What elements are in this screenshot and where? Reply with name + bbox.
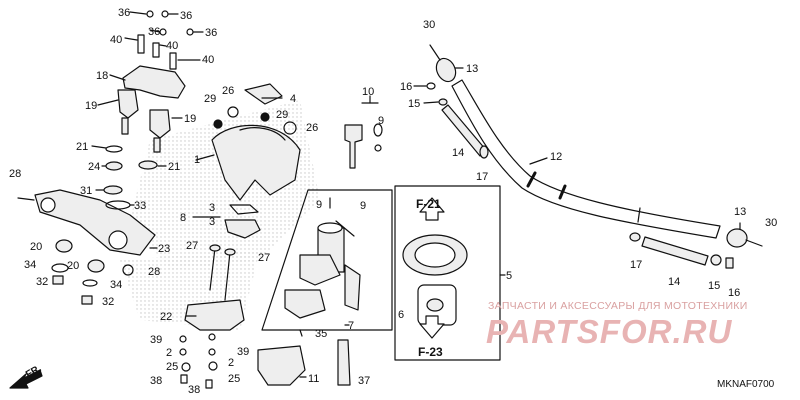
watermark-logo: PARTSFOR.RU xyxy=(486,313,733,350)
callout: 36 xyxy=(118,7,130,19)
callout: 15 xyxy=(408,98,420,110)
callout: 20 xyxy=(67,260,79,272)
callout: 19 xyxy=(184,113,196,125)
callout: 9 xyxy=(316,199,322,211)
callout: 34 xyxy=(24,259,36,271)
callout: 6 xyxy=(398,309,404,321)
washers-21-24 xyxy=(91,145,167,171)
long-bolts xyxy=(209,244,236,301)
callout: F-21 xyxy=(416,197,441,211)
callout: 36 xyxy=(180,10,192,22)
cover-cap xyxy=(213,83,297,135)
callout: 23 xyxy=(158,243,170,255)
callout: 12 xyxy=(550,151,562,163)
callout: 13 xyxy=(466,63,478,75)
fuel-cap-group xyxy=(394,185,506,361)
callout: 40 xyxy=(202,54,214,66)
callout: 36 xyxy=(148,26,160,38)
callout: 14 xyxy=(668,276,680,288)
diagram-code: MKNAF0700 xyxy=(717,379,775,390)
bushings xyxy=(95,185,135,210)
bar-end-left xyxy=(413,44,489,159)
callouts: 36 36 36 36 40 40 40 18 19 19 21 21 24 2… xyxy=(9,7,777,396)
callout: 9 xyxy=(360,200,366,212)
callout: 40 xyxy=(166,40,178,52)
callout: 3 xyxy=(209,216,215,228)
callout: F-23 xyxy=(418,345,443,359)
callout: 27 xyxy=(258,252,270,264)
ignition-key xyxy=(344,95,383,169)
callout: 20 xyxy=(30,241,42,253)
callout: 36 xyxy=(205,27,217,39)
callout: 2 xyxy=(166,347,172,359)
callout: 25 xyxy=(166,361,178,373)
callout: 17 xyxy=(630,259,642,271)
callout: 27 xyxy=(186,240,198,252)
callout: 2 xyxy=(228,357,234,369)
callout: 32 xyxy=(36,276,48,288)
callout: 1 xyxy=(194,154,200,166)
callout: 18 xyxy=(96,70,108,82)
callout: 26 xyxy=(306,122,318,134)
watermark-tagline: ЗАПЧАСТИ И АКСЕССУАРЫ ДЛЯ МОТОТЕХНИКИ xyxy=(488,300,748,312)
top-bridge xyxy=(17,189,158,256)
handlebar-holder-upper xyxy=(109,65,186,99)
callout: 40 xyxy=(110,34,122,46)
callout: 14 xyxy=(452,147,464,159)
fasteners-top xyxy=(124,10,204,70)
callout: 39 xyxy=(237,346,249,358)
callout: 22 xyxy=(160,311,172,323)
bar-end-right xyxy=(629,222,763,269)
callout: 38 xyxy=(188,384,200,396)
callout: 30 xyxy=(765,217,777,229)
callout: 37 xyxy=(358,375,370,387)
callout: 28 xyxy=(9,168,21,180)
callout: 15 xyxy=(708,280,720,292)
callout: 24 xyxy=(88,161,100,173)
callout: 16 xyxy=(728,287,740,299)
callout: 21 xyxy=(76,141,88,153)
reference-arrows xyxy=(419,197,445,339)
callout: 21 xyxy=(168,161,180,173)
callout: 30 xyxy=(423,19,435,31)
callout: 28 xyxy=(148,266,160,278)
callout: 4 xyxy=(290,93,296,105)
rubber-mounts xyxy=(51,239,134,305)
callout: 32 xyxy=(102,296,114,308)
callout: 13 xyxy=(734,206,746,218)
callout: 29 xyxy=(204,93,216,105)
small-screws xyxy=(179,333,218,389)
upper-cover xyxy=(195,124,301,201)
callout: 34 xyxy=(110,279,122,291)
callout: 16 xyxy=(400,81,412,93)
callout: 29 xyxy=(276,109,288,121)
lower-bracket xyxy=(184,299,245,331)
handlebar-pipe xyxy=(451,79,721,239)
callout: 39 xyxy=(150,334,162,346)
callout: 8 xyxy=(180,212,186,224)
switch-bracket xyxy=(257,345,307,386)
callout: 10 xyxy=(362,86,374,98)
handlebar-holder-lower xyxy=(97,89,183,153)
ignition-switch-group xyxy=(261,189,393,386)
callout: FR. xyxy=(24,363,44,381)
callout: 33 xyxy=(134,200,146,212)
callout: 7 xyxy=(348,320,354,332)
callout: 19 xyxy=(85,100,97,112)
callout: 17 xyxy=(476,171,488,183)
callout: 38 xyxy=(150,375,162,387)
callout: 35 xyxy=(315,328,327,340)
callout: 11 xyxy=(308,373,319,385)
callout: 9 xyxy=(378,115,384,127)
callout: 31 xyxy=(80,185,92,197)
callout: 5 xyxy=(506,270,512,282)
front-arrow xyxy=(9,369,43,389)
callout: 26 xyxy=(222,85,234,97)
callout: 25 xyxy=(228,373,240,385)
clips xyxy=(192,204,261,239)
callout: 3 xyxy=(209,202,215,214)
